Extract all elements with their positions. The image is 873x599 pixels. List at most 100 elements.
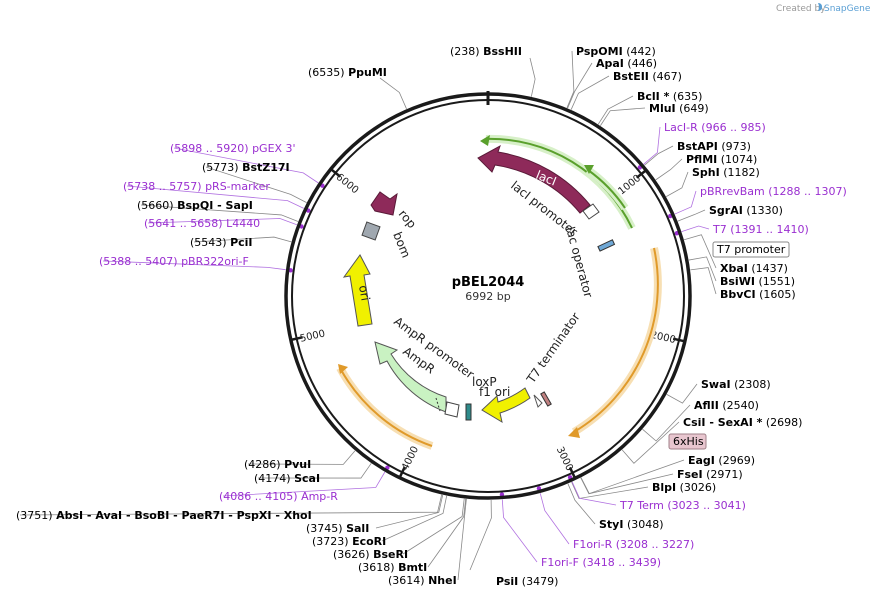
site-position: (1605) bbox=[759, 288, 796, 301]
site-name: PpuMI bbox=[348, 66, 387, 79]
six-his-box[interactable] bbox=[668, 433, 707, 450]
lac-outer-short-arc[interactable] bbox=[587, 169, 626, 209]
site-position: (3208 .. 3227) bbox=[616, 538, 695, 551]
site-name: FseI bbox=[677, 468, 703, 481]
site-label[interactable]: BstAPI (973) bbox=[677, 140, 751, 153]
site-label[interactable]: StyI (3048) bbox=[599, 518, 664, 531]
site-connector bbox=[642, 404, 691, 442]
site-label[interactable]: XbaI (1437) bbox=[720, 262, 788, 275]
site-position: (442) bbox=[626, 45, 656, 58]
site-name: EcoRI bbox=[352, 535, 386, 548]
site-connector bbox=[688, 256, 717, 282]
scale-tick-label: 5000 bbox=[299, 328, 326, 344]
bom-feature[interactable] bbox=[361, 221, 381, 241]
site-position: (4174) bbox=[254, 472, 291, 485]
site-label[interactable]: ApaI (446) bbox=[596, 57, 657, 70]
site-connector bbox=[683, 234, 717, 269]
ampR-feature[interactable] bbox=[374, 341, 447, 413]
site-position: (3751) bbox=[16, 509, 53, 522]
site-label[interactable]: SphI (1182) bbox=[692, 166, 760, 179]
lacI-promoter-feature[interactable] bbox=[582, 203, 600, 220]
site-name: NheI bbox=[428, 574, 457, 587]
orange-arc-right[interactable] bbox=[573, 247, 659, 433]
lac-outer-short-arrowhead bbox=[584, 165, 594, 174]
site-label[interactable]: LacI-R (966 .. 985) bbox=[664, 121, 766, 134]
orange-arc-left-arrowhead bbox=[338, 364, 348, 374]
site-connector bbox=[173, 147, 319, 184]
site-label[interactable]: (238) BssHII bbox=[450, 45, 522, 58]
site-label[interactable]: (3751) AbsI - AvaI - BsoBI - PaeR7I - Ps… bbox=[16, 509, 312, 522]
site-label[interactable]: PflMI (1074) bbox=[686, 153, 757, 166]
site-label[interactable]: (5660) BspQI - SapI bbox=[137, 199, 253, 212]
site-label[interactable]: (3626) BseRI bbox=[333, 548, 408, 561]
site-connector bbox=[193, 236, 292, 243]
site-position: (3618) bbox=[358, 561, 395, 574]
site-label[interactable]: SwaI (2308) bbox=[701, 378, 771, 391]
orange-arc-left[interactable] bbox=[339, 367, 433, 447]
site-name: EagI bbox=[688, 454, 715, 467]
site-label[interactable]: BbvCI (1605) bbox=[720, 288, 796, 301]
site-label[interactable]: (3614) NheI bbox=[388, 574, 457, 587]
site-name: BbvCI bbox=[720, 288, 756, 301]
site-label[interactable]: (3745) SalI bbox=[306, 522, 369, 535]
site-label[interactable]: BstEII (467) bbox=[613, 70, 682, 83]
site-connector bbox=[147, 218, 297, 226]
site-label[interactable]: T7 (1391 .. 1410) bbox=[712, 223, 809, 236]
orange-arc-left-halo bbox=[336, 366, 434, 450]
site-label[interactable]: (5898 .. 5920) pGEX 3' bbox=[170, 142, 296, 155]
site-label[interactable]: PsiI (3479) bbox=[496, 575, 558, 588]
site-label[interactable]: (3723) EcoRI bbox=[312, 535, 386, 548]
site-label[interactable]: (3618) BmtI bbox=[358, 561, 427, 574]
site-label[interactable]: AflII (2540) bbox=[694, 399, 759, 412]
site-label[interactable]: (4174) ScaI bbox=[254, 472, 320, 485]
site-name: SgrAI bbox=[709, 204, 743, 217]
site-label[interactable]: (5738 .. 5757) pRS-marker bbox=[123, 180, 270, 193]
lac-operator-feature[interactable] bbox=[597, 239, 616, 252]
site-position: (6535) bbox=[308, 66, 345, 79]
site-label[interactable]: (5773) BstZ17I bbox=[202, 161, 290, 174]
f1-ori-feature[interactable] bbox=[481, 387, 531, 424]
site-name: PvuI bbox=[284, 458, 311, 471]
lacI-feature[interactable] bbox=[477, 144, 591, 214]
site-label[interactable]: (5641 .. 5658) L4440 bbox=[144, 217, 260, 230]
site-label[interactable]: F1ori-R (3208 .. 3227) bbox=[573, 538, 694, 551]
site-label[interactable]: (5388 .. 5407) pBR322ori-F bbox=[99, 255, 249, 268]
site-connector bbox=[381, 495, 448, 542]
site-name: Amp-R bbox=[301, 490, 338, 503]
site-label[interactable]: pBRrevBam (1288 .. 1307) bbox=[700, 185, 847, 198]
rop-label: rop bbox=[396, 207, 419, 231]
primer-marker bbox=[499, 492, 505, 497]
site-connector bbox=[666, 383, 698, 404]
site-label[interactable]: PspOMI (442) bbox=[576, 45, 656, 58]
t7-promoter-box[interactable] bbox=[712, 241, 790, 258]
site-label[interactable]: CsiI - SexAI * (2698) bbox=[683, 416, 802, 429]
site-label[interactable]: BclI * (635) bbox=[637, 90, 702, 103]
site-label[interactable]: BsiWI (1551) bbox=[720, 275, 795, 288]
t7-terminator-marker bbox=[533, 394, 543, 408]
site-label[interactable]: (6535) PpuMI bbox=[308, 66, 387, 79]
ori-feature[interactable] bbox=[342, 254, 373, 327]
site-connector bbox=[567, 62, 593, 109]
t7-terminator-feature[interactable] bbox=[540, 391, 552, 407]
site-label[interactable]: MluI (649) bbox=[649, 102, 709, 115]
scale-tick bbox=[329, 167, 341, 178]
loxP-feature[interactable] bbox=[465, 403, 472, 421]
site-label[interactable]: SgrAI (1330) bbox=[709, 204, 783, 217]
site-label[interactable]: (4286) PvuI bbox=[244, 458, 311, 471]
site-name: pBR322ori-F bbox=[181, 255, 249, 268]
scale-tick bbox=[635, 168, 648, 179]
rop-feature[interactable] bbox=[370, 191, 398, 216]
site-position: (649) bbox=[679, 102, 709, 115]
site-connector bbox=[379, 77, 407, 110]
site-label[interactable]: FseI (2971) bbox=[677, 468, 743, 481]
site-position: (635) bbox=[673, 90, 703, 103]
site-label[interactable]: F1ori-F (3418 .. 3439) bbox=[541, 556, 661, 569]
site-name: StyI bbox=[599, 518, 623, 531]
site-label[interactable]: BlpI (3026) bbox=[652, 481, 716, 494]
site-label[interactable]: (5543) PciI bbox=[190, 236, 253, 249]
site-label[interactable]: EagI (2969) bbox=[688, 454, 755, 467]
site-label[interactable]: T7 Term (3023 .. 3041) bbox=[619, 499, 746, 512]
ampR-promoter-feature[interactable] bbox=[444, 401, 460, 418]
site-position: (3626) bbox=[333, 548, 370, 561]
site-label[interactable]: (4086 .. 4105) Amp-R bbox=[219, 490, 338, 503]
